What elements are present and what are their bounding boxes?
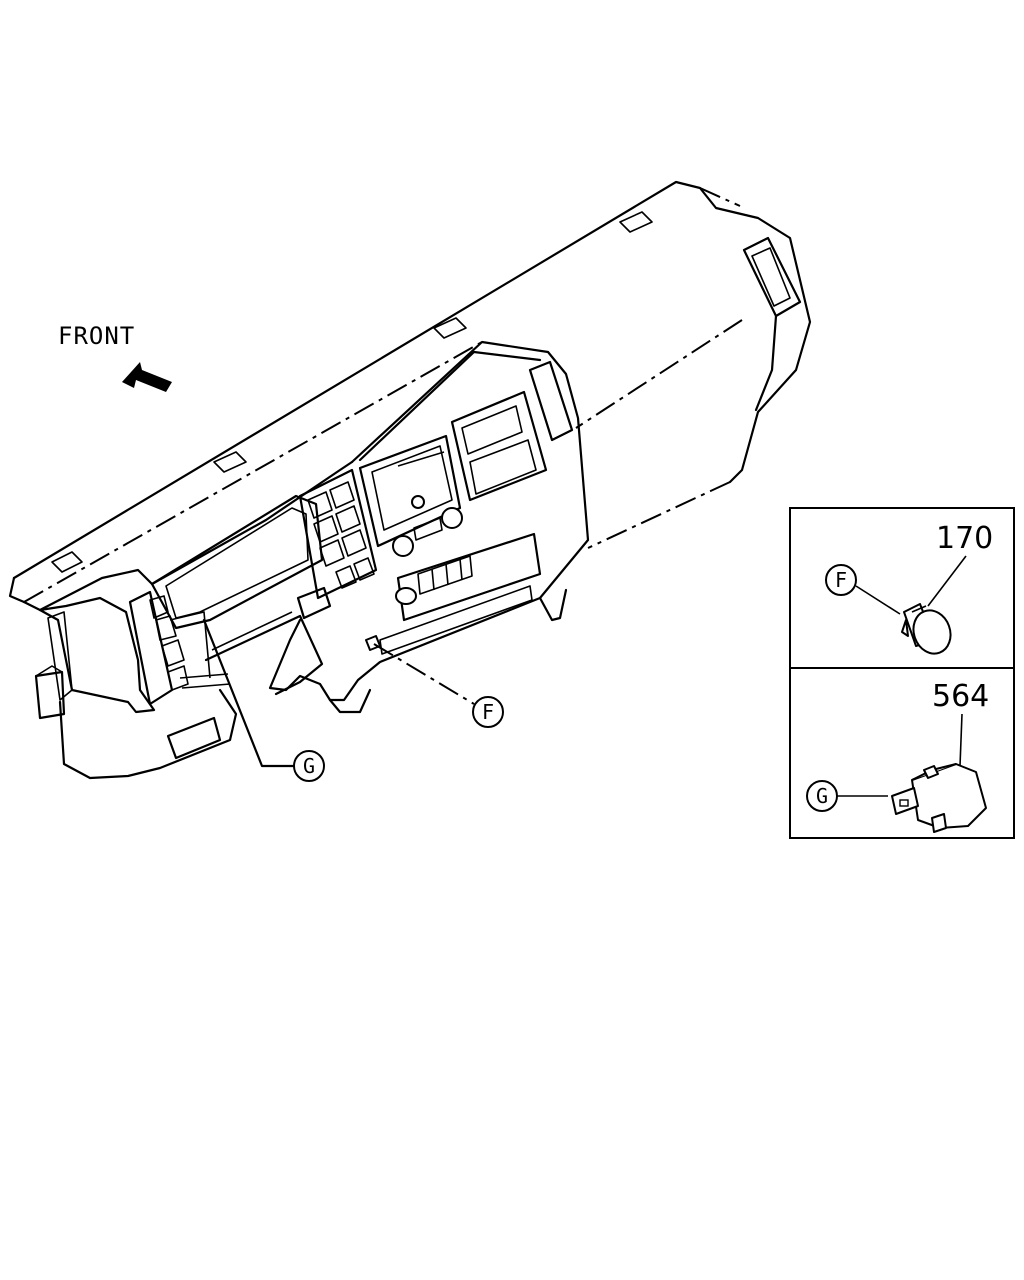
detail-box: 170 F 564 G — [789, 507, 1015, 839]
callout-g: G — [202, 618, 325, 782]
callout-g-letter: G — [303, 754, 315, 778]
detail-panel-564: 564 G — [806, 679, 989, 833]
plug-part-icon — [901, 603, 952, 655]
dashboard-assembly — [8, 180, 812, 780]
front-label: FRONT — [58, 322, 135, 350]
detail-panel-170: 170 F — [825, 521, 993, 655]
front-arrow-icon — [122, 362, 172, 392]
callout-g-circle — [293, 750, 325, 782]
callout-f-letter: F — [482, 700, 494, 724]
front-indicator: FRONT — [58, 322, 172, 392]
callout-f-circle — [472, 696, 504, 728]
part-number-564: 564 — [932, 679, 989, 714]
switch-part-icon — [891, 763, 987, 833]
detail-callout-g-letter: G — [816, 784, 828, 808]
callout-f: F — [373, 643, 504, 728]
detail-callout-f-circle — [825, 564, 857, 596]
part-number-170: 170 — [936, 521, 993, 556]
detail-callout-f-letter: F — [835, 568, 847, 592]
